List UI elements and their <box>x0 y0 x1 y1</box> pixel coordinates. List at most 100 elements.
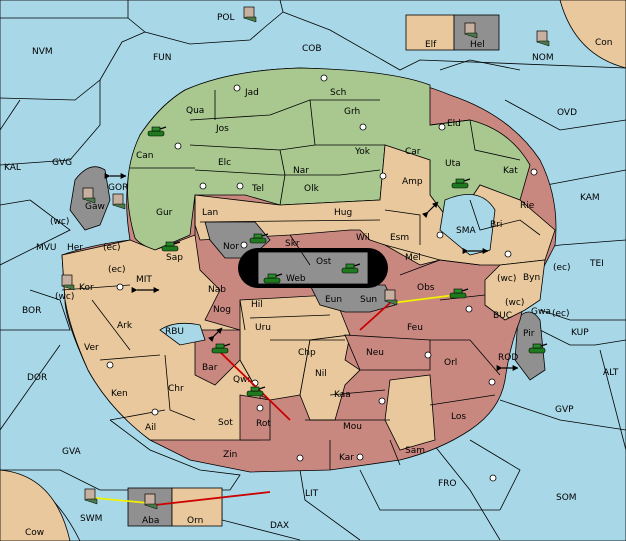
label-COB: COB <box>302 44 322 54</box>
svg-text:(ec): (ec) <box>103 243 121 253</box>
svg-text:Web: Web <box>286 274 306 284</box>
label-LIT: LIT <box>305 489 319 499</box>
label-SOM: SOM <box>556 493 577 503</box>
label-OVD: OVD <box>557 108 577 118</box>
svg-text:Obs: Obs <box>417 283 435 293</box>
svg-text:(ec): (ec) <box>553 263 571 273</box>
svg-text:Pir: Pir <box>523 329 535 339</box>
svg-text:(wc): (wc) <box>505 298 524 308</box>
label-ALT: ALT <box>603 368 619 378</box>
label-KUP: KUP <box>571 328 589 338</box>
svg-text:Elc: Elc <box>218 158 231 168</box>
svg-text:Qua: Qua <box>186 106 204 116</box>
svg-text:Wil: Wil <box>356 233 370 243</box>
svg-text:Jad: Jad <box>244 88 259 98</box>
svg-text:Kor: Kor <box>79 283 94 293</box>
region-Pir[interactable] <box>514 311 546 381</box>
label-FUN: FUN <box>153 53 172 63</box>
svg-text:Rot: Rot <box>256 419 271 429</box>
svg-text:Ken: Ken <box>111 389 128 399</box>
svg-text:Chp: Chp <box>298 348 316 358</box>
svg-text:Skr: Skr <box>285 239 300 249</box>
svg-text:Qwi: Qwi <box>233 375 250 385</box>
svg-text:Orl: Orl <box>444 358 457 368</box>
svg-text:Nog: Nog <box>213 305 231 315</box>
svg-text:Sun: Sun <box>360 295 377 305</box>
svg-text:Orn: Orn <box>187 516 203 526</box>
svg-text:Zin: Zin <box>223 450 237 460</box>
label-KAL: KAL <box>4 163 21 173</box>
region-Hel[interactable] <box>453 14 500 51</box>
mou-tan <box>384 374 436 451</box>
svg-text:Sap: Sap <box>166 253 183 263</box>
bar-red <box>194 329 241 386</box>
svg-text:Los: Los <box>451 412 466 422</box>
label-Cow: Cow <box>25 528 44 538</box>
supply-centres <box>106 74 538 482</box>
svg-text:(ec): (ec) <box>552 309 570 319</box>
svg-text:(wc): (wc) <box>55 292 74 302</box>
svg-text:Mel: Mel <box>405 253 421 263</box>
svg-text:Tel: Tel <box>251 184 264 194</box>
label-BOR: BOR <box>22 306 41 316</box>
svg-text:Mou: Mou <box>343 422 362 432</box>
svg-text:Eld: Eld <box>447 119 461 129</box>
label-TEI: TEI <box>589 259 604 269</box>
svg-text:Bar: Bar <box>202 363 218 373</box>
label-DAX: DAX <box>270 521 289 531</box>
passage-arrows <box>104 173 519 371</box>
region-Elf[interactable] <box>405 14 455 51</box>
byn-tan <box>484 259 546 321</box>
svg-text:Eun: Eun <box>325 295 342 305</box>
svg-text:Her: Her <box>67 243 83 253</box>
svg-text:Nar: Nar <box>293 166 309 176</box>
label-SWM: SWM <box>80 514 102 524</box>
svg-text:Nor: Nor <box>223 242 239 252</box>
svg-text:Aba: Aba <box>142 516 159 526</box>
coast-labels: (wc) (ec) (ec) (wc) (wc) (ec) (wc) (ec) <box>50 217 571 319</box>
svg-text:Bri: Bri <box>490 220 502 230</box>
svg-text:Gaw: Gaw <box>85 202 105 212</box>
svg-text:Hil: Hil <box>251 300 263 310</box>
label-KAM: KAM <box>580 193 600 203</box>
svg-text:Gwa: Gwa <box>531 307 551 317</box>
svg-text:Kar: Kar <box>339 453 354 463</box>
svg-text:Kaa: Kaa <box>334 390 351 400</box>
region-Orn[interactable] <box>171 487 223 527</box>
svg-text:Nab: Nab <box>208 285 226 295</box>
label-MVU: MVU <box>36 243 57 253</box>
svg-text:(ec): (ec) <box>108 265 126 275</box>
svg-text:Lan: Lan <box>202 208 218 218</box>
svg-text:Neu: Neu <box>366 348 384 358</box>
svg-text:Ark: Ark <box>117 321 133 331</box>
label-GVA: GVA <box>62 447 82 457</box>
svg-text:(wc): (wc) <box>497 274 516 284</box>
svg-text:Ost: Ost <box>316 257 332 267</box>
svg-text:Can: Can <box>136 151 154 161</box>
svg-text:Chr: Chr <box>168 384 184 394</box>
svg-text:Ver: Ver <box>84 343 99 353</box>
label-GVP: GVP <box>555 405 574 415</box>
label-SMA: SMA <box>456 226 476 236</box>
svg-text:Jos: Jos <box>215 124 229 134</box>
svg-text:(wc): (wc) <box>50 217 69 227</box>
sun-grey <box>309 284 396 313</box>
label-MIT: MIT <box>136 275 152 285</box>
svg-text:Byn: Byn <box>523 273 540 283</box>
svg-text:Esm: Esm <box>390 233 409 243</box>
label-DOR: DOR <box>27 373 47 383</box>
svg-text:Gur: Gur <box>156 208 173 218</box>
label-GVG: GVG <box>52 158 72 168</box>
region-RBU-lake[interactable] <box>159 322 206 346</box>
land-labels: Elf Hel Jad Sch Qua Jos Grh Can Eld Yok … <box>67 40 551 526</box>
label-GOR: GOR <box>108 183 128 193</box>
neu-red <box>344 334 431 371</box>
svg-text:Sot: Sot <box>218 418 233 428</box>
svg-text:Uru: Uru <box>255 323 271 333</box>
svg-text:Car: Car <box>405 147 421 157</box>
svg-text:Amp: Amp <box>402 177 423 187</box>
svg-text:Hel: Hel <box>470 40 485 50</box>
order-arrows <box>94 294 456 506</box>
svg-text:Rie: Rie <box>520 201 535 211</box>
